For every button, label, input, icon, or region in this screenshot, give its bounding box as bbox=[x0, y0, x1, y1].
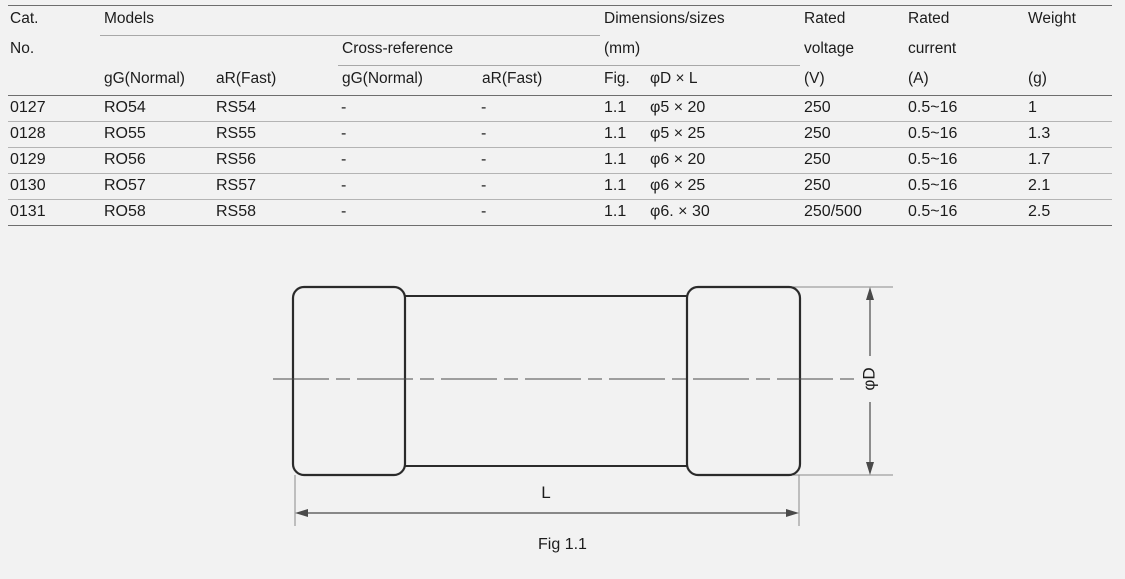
table-row: 0129 RO56 RS56 - - 1.1 φ6 × 20 250 0.5~1… bbox=[8, 147, 1112, 174]
cell-current: 0.5~16 bbox=[904, 199, 1024, 226]
cell-xref-ar: - bbox=[478, 173, 600, 200]
header-row-2: No. Cross-reference (mm) voltage current bbox=[8, 35, 1112, 66]
fuse-technical-drawing: φD L Fig 1.1 bbox=[0, 258, 1125, 579]
cell-voltage: 250 bbox=[800, 173, 904, 200]
cell-models-gg: RO55 bbox=[100, 121, 212, 148]
header-cat-no-line1: Cat. bbox=[8, 5, 100, 36]
cell-fig: 1.1 bbox=[600, 173, 646, 200]
header-weight-unit: (g) bbox=[1024, 65, 1112, 96]
header-rated-voltage-unit: (V) bbox=[800, 65, 904, 96]
cell-current: 0.5~16 bbox=[904, 121, 1024, 148]
table-row: 0131 RO58 RS58 - - 1.1 φ6. × 30 250/500 … bbox=[8, 199, 1112, 226]
cell-current: 0.5~16 bbox=[904, 173, 1024, 200]
table-row: 0128 RO55 RS55 - - 1.1 φ5 × 25 250 0.5~1… bbox=[8, 121, 1112, 148]
length-label: L bbox=[541, 483, 550, 502]
cell-voltage: 250/500 bbox=[800, 199, 904, 226]
header-models-ar: aR(Fast) bbox=[212, 65, 338, 96]
cell-models-gg: RO58 bbox=[100, 199, 212, 226]
header-dimensions-line2: (mm) bbox=[600, 35, 800, 66]
cell-models-ar: RS56 bbox=[212, 147, 338, 174]
cell-cat-no: 0127 bbox=[8, 95, 100, 122]
cell-xref-gg: - bbox=[338, 173, 478, 200]
header-rated-current-line2: current bbox=[908, 39, 957, 57]
cell-current: 0.5~16 bbox=[904, 95, 1024, 122]
cell-xref-gg: - bbox=[338, 121, 478, 148]
header-fig: Fig. bbox=[600, 65, 646, 96]
cell-weight: 2.1 bbox=[1024, 173, 1112, 200]
cell-fig: 1.1 bbox=[600, 121, 646, 148]
cell-xref-ar: - bbox=[478, 95, 600, 122]
cell-current: 0.5~16 bbox=[904, 147, 1024, 174]
cell-dim: φ5 × 20 bbox=[646, 95, 800, 122]
cell-models-ar: RS57 bbox=[212, 173, 338, 200]
specification-table: Cat. Models Dimensions/sizes Rated Rated… bbox=[8, 5, 1112, 226]
diameter-label: φD bbox=[859, 367, 878, 390]
header-rated-voltage-line1: Rated bbox=[800, 5, 904, 36]
cell-weight: 1 bbox=[1024, 95, 1112, 122]
header-dim-spec: φD × L bbox=[646, 65, 800, 96]
cell-xref-ar: - bbox=[478, 121, 600, 148]
cell-models-gg: RO56 bbox=[100, 147, 212, 174]
fuse-end-cap-left bbox=[291, 285, 407, 477]
header-cross-reference-group: Cross-reference bbox=[338, 35, 600, 66]
cell-cat-no: 0128 bbox=[8, 121, 100, 148]
arrowhead-down-icon bbox=[866, 462, 874, 475]
cell-models-ar: RS58 bbox=[212, 199, 338, 226]
cell-dim: φ5 × 25 bbox=[646, 121, 800, 148]
header-xref-gg: gG(Normal) bbox=[338, 65, 478, 96]
cell-models-ar: RS54 bbox=[212, 95, 338, 122]
fuse-spec-table: Cat. Models Dimensions/sizes Rated Rated… bbox=[8, 5, 1112, 226]
header-models-group: Models bbox=[100, 5, 600, 36]
cell-weight: 2.5 bbox=[1024, 199, 1112, 226]
cell-models-ar: RS55 bbox=[212, 121, 338, 148]
cell-fig: 1.1 bbox=[600, 199, 646, 226]
fuse-end-cap-right bbox=[685, 285, 802, 477]
header-cat-no-spacer bbox=[8, 65, 100, 96]
header-cat-no-line2: No. bbox=[10, 39, 35, 57]
cell-dim: φ6 × 25 bbox=[646, 173, 800, 200]
cell-voltage: 250 bbox=[800, 95, 904, 122]
header-weight-spacer bbox=[1024, 36, 1112, 66]
header-weight-line1: Weight bbox=[1024, 5, 1112, 36]
cell-cat-no: 0130 bbox=[8, 173, 100, 200]
cell-fig: 1.1 bbox=[600, 147, 646, 174]
cell-weight: 1.3 bbox=[1024, 121, 1112, 148]
cell-xref-ar: - bbox=[478, 147, 600, 174]
cell-weight: 1.7 bbox=[1024, 147, 1112, 174]
table-row: 0130 RO57 RS57 - - 1.1 φ6 × 25 250 0.5~1… bbox=[8, 173, 1112, 200]
cell-cat-no: 0129 bbox=[8, 147, 100, 174]
cell-xref-gg: - bbox=[338, 147, 478, 174]
cell-fig: 1.1 bbox=[600, 95, 646, 122]
arrowhead-up-icon bbox=[866, 287, 874, 300]
header-row-3: gG(Normal) aR(Fast) gG(Normal) aR(Fast) … bbox=[8, 65, 1112, 96]
cell-dim: φ6. × 30 bbox=[646, 199, 800, 226]
figure-caption: Fig 1.1 bbox=[538, 536, 587, 553]
arrowhead-left-icon bbox=[295, 509, 308, 517]
header-models-spacer bbox=[100, 36, 338, 66]
cell-cat-no: 0131 bbox=[8, 199, 100, 226]
header-models-gg: gG(Normal) bbox=[100, 65, 212, 96]
cell-xref-gg: - bbox=[338, 199, 478, 226]
cell-dim: φ6 × 20 bbox=[646, 147, 800, 174]
diameter-label-backdrop bbox=[856, 356, 884, 402]
fuse-body bbox=[351, 295, 742, 467]
cell-xref-ar: - bbox=[478, 199, 600, 226]
arrowhead-right-icon bbox=[786, 509, 799, 517]
fuse-drawing-svg: φD L bbox=[273, 285, 893, 526]
header-rated-voltage-line2: voltage bbox=[804, 39, 854, 57]
header-rated-current-line1: Rated bbox=[904, 5, 1024, 36]
header-dimensions-line1: Dimensions/sizes bbox=[600, 5, 800, 36]
cell-models-gg: RO57 bbox=[100, 173, 212, 200]
header-row-1: Cat. Models Dimensions/sizes Rated Rated… bbox=[8, 5, 1112, 36]
cell-voltage: 250 bbox=[800, 147, 904, 174]
header-rated-current-unit: (A) bbox=[904, 65, 1024, 96]
cell-models-gg: RO54 bbox=[100, 95, 212, 122]
table-row: 0127 RO54 RS54 - - 1.1 φ5 × 20 250 0.5~1… bbox=[8, 95, 1112, 122]
cell-xref-gg: - bbox=[338, 95, 478, 122]
cell-voltage: 250 bbox=[800, 121, 904, 148]
header-xref-ar: aR(Fast) bbox=[478, 65, 600, 96]
